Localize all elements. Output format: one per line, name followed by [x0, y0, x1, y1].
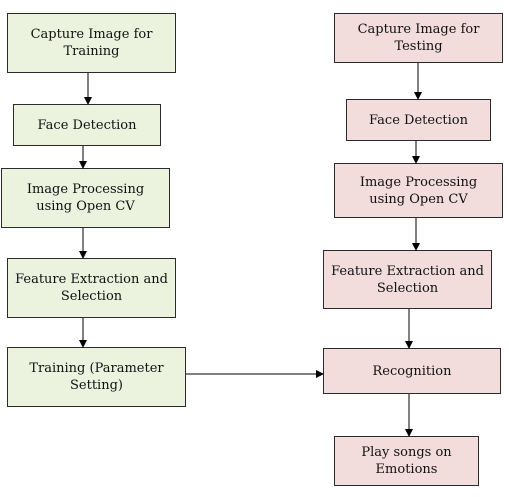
feature-extraction-testing-box: Feature Extraction and Selection [323, 250, 492, 309]
feature-extraction-testing-label: Feature Extraction and Selection [331, 263, 484, 296]
training-parameter-setting-box: Training (Parameter Setting) [7, 347, 186, 407]
feature-extraction-training-label: Feature Extraction and Selection [15, 272, 168, 304]
image-processing-training-label: Image Processing using Open CV [26, 182, 145, 214]
face-detection-testing-label: Face Detection [369, 112, 468, 128]
capture-image-training-box: Capture Image for Training [7, 13, 176, 73]
capture-image-testing-label: Capture Image for Testing [357, 22, 480, 54]
face-detection-training-label: Face Detection [37, 117, 137, 133]
feature-extraction-training-box: Feature Extraction and Selection [7, 258, 176, 318]
face-detection-testing-box: Face Detection [346, 99, 491, 141]
capture-image-testing-box: Capture Image for Testing [334, 13, 503, 63]
capture-image-training-label: Capture Image for Training [30, 27, 153, 59]
play-songs-box: Play songs on Emotions [334, 436, 479, 486]
image-processing-testing-label: Image Processing using Open CV [359, 174, 478, 207]
recognition-box: Recognition [323, 348, 501, 394]
play-songs-label: Play songs on Emotions [361, 445, 452, 477]
image-processing-training-box: Image Processing using Open CV [1, 168, 170, 228]
face-detection-training-box: Face Detection [13, 104, 161, 146]
image-processing-testing-box: Image Processing using Open CV [334, 163, 503, 218]
training-parameter-setting-label: Training (Parameter Setting) [29, 361, 164, 393]
recognition-label: Recognition [372, 363, 452, 379]
